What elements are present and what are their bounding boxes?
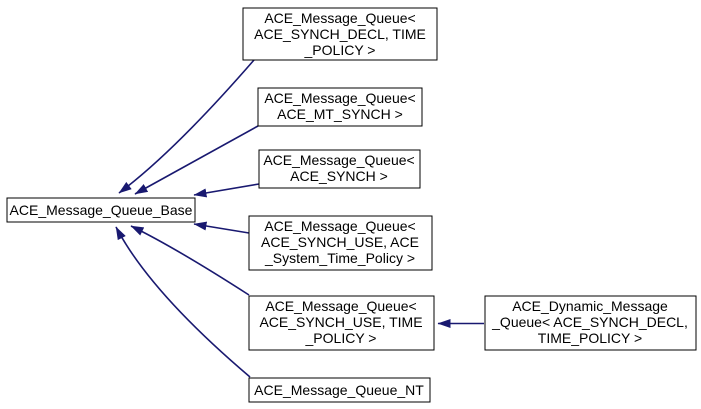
node-label: ACE_SYNCH > <box>290 168 388 184</box>
node-label: _POLICY > <box>305 330 377 346</box>
class-node-ace-message-queue-synch-decl-time-policy[interactable]: ACE_Message_Queue< ACE_SYNCH_DECL, TIME … <box>242 7 438 61</box>
node-box <box>257 87 423 127</box>
node-box <box>258 149 421 189</box>
edges-layer <box>115 59 484 378</box>
edge-mq-mt-synch-to-base <box>134 125 259 195</box>
node-label: ACE_Dynamic_Message <box>512 298 668 314</box>
node-label: _POLICY > <box>304 42 376 58</box>
node-label: _System_Time_Policy > <box>264 250 415 266</box>
edge-mq-nt-to-base <box>115 226 251 378</box>
node-label: ACE_Message_Queue< <box>264 90 415 106</box>
node-label: ACE_SYNCH_DECL, TIME <box>254 26 426 42</box>
node-label: ACE_Message_Queue_NT <box>254 382 424 398</box>
node-box <box>6 197 196 223</box>
class-node-ace-message-queue-synch[interactable]: ACE_Message_Queue< ACE_SYNCH > <box>258 149 421 189</box>
node-label: ACE_SYNCH_USE, ACE <box>261 234 419 250</box>
class-node-ace-message-queue-nt[interactable]: ACE_Message_Queue_NT <box>248 377 431 403</box>
class-node-ace-message-queue-base[interactable]: ACE_Message_Queue_Base <box>6 197 196 223</box>
node-label: _Queue< ACE_SYNCH_DECL, <box>491 314 688 330</box>
node-box <box>484 295 697 351</box>
node-label: ACE_MT_SYNCH > <box>277 106 403 122</box>
node-box <box>248 377 431 403</box>
class-node-ace-message-queue-mt-synch[interactable]: ACE_Message_Queue< ACE_MT_SYNCH > <box>257 87 423 127</box>
edge-mq-synch-to-base <box>193 183 260 198</box>
node-label: TIME_POLICY > <box>538 330 642 346</box>
node-box <box>248 295 435 351</box>
node-label: ACE_Message_Queue< <box>264 218 415 234</box>
node-label: ACE_Message_Queue< <box>265 298 416 314</box>
class-node-ace-dynamic-message-queue[interactable]: ACE_Dynamic_Message _Queue< ACE_SYNCH_DE… <box>484 295 697 351</box>
node-box <box>242 7 438 61</box>
node-label: ACE_SYNCH_USE, TIME <box>259 314 422 330</box>
edge-mq-synch-use-system-time-to-base <box>193 221 250 234</box>
node-label: ACE_Message_Queue_Base <box>10 202 193 218</box>
class-node-ace-message-queue-synch-use-system-time-policy[interactable]: ACE_Message_Queue< ACE_SYNCH_USE, ACE _S… <box>248 215 433 271</box>
node-box <box>248 215 433 271</box>
class-node-ace-message-queue-synch-use-time-policy[interactable]: ACE_Message_Queue< ACE_SYNCH_USE, TIME _… <box>248 295 435 351</box>
node-label: ACE_Message_Queue< <box>264 10 415 26</box>
edge-mq-synch-decl-time-policy-to-base <box>118 59 255 194</box>
node-label: ACE_Message_Queue< <box>263 152 414 168</box>
edge-mq-synch-use-time-policy-to-base <box>130 225 250 296</box>
